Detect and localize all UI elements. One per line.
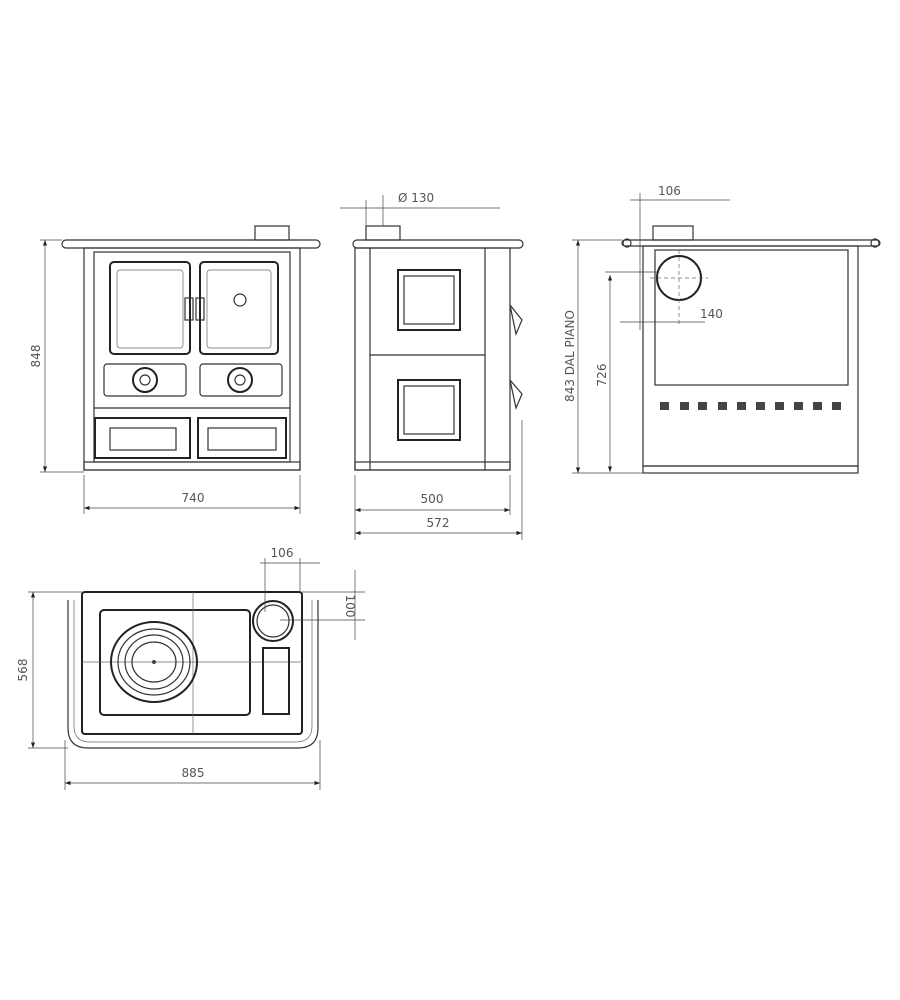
rear-floor-height-label: 843 DAL PIANO [563, 310, 577, 402]
thermometer-icon [233, 293, 247, 307]
left-drawer [94, 417, 191, 459]
top-width-label: 885 [182, 766, 205, 780]
air-regulator-left [132, 367, 158, 393]
rear-flue-height-label: 726 [595, 364, 609, 387]
top-view: 106 100 568 885 [16, 546, 365, 790]
rear-flue-side-label: 140 [700, 307, 723, 321]
left-oven-door [109, 261, 191, 355]
air-regulator-right [227, 367, 253, 393]
rear-view: 106 140 726 843 DAL PIANO [563, 184, 881, 474]
front-width-label: 740 [182, 491, 205, 505]
side-depth-label: 500 [421, 492, 444, 506]
hob-plate [99, 609, 251, 716]
top-flue-back-label: 100 [343, 595, 357, 618]
right-oven-door [199, 261, 279, 355]
right-drawer [197, 417, 287, 459]
side-total-depth-label: 572 [427, 516, 450, 530]
top-flue-outlet [252, 600, 294, 642]
top-flue-offset-label: 106 [271, 546, 294, 560]
hob-rings [110, 621, 198, 703]
side-panel-lower [397, 379, 461, 441]
side-view: Ø 130 500 572 [340, 191, 524, 540]
top-lid [262, 647, 290, 715]
side-panel-upper [397, 269, 461, 331]
front-view: 848 740 [29, 225, 321, 514]
top-depth-label: 568 [16, 659, 30, 682]
front-height-label: 848 [29, 345, 43, 368]
flue-diameter-label: Ø 130 [398, 191, 434, 205]
rear-flue-offset-label: 106 [658, 184, 681, 198]
